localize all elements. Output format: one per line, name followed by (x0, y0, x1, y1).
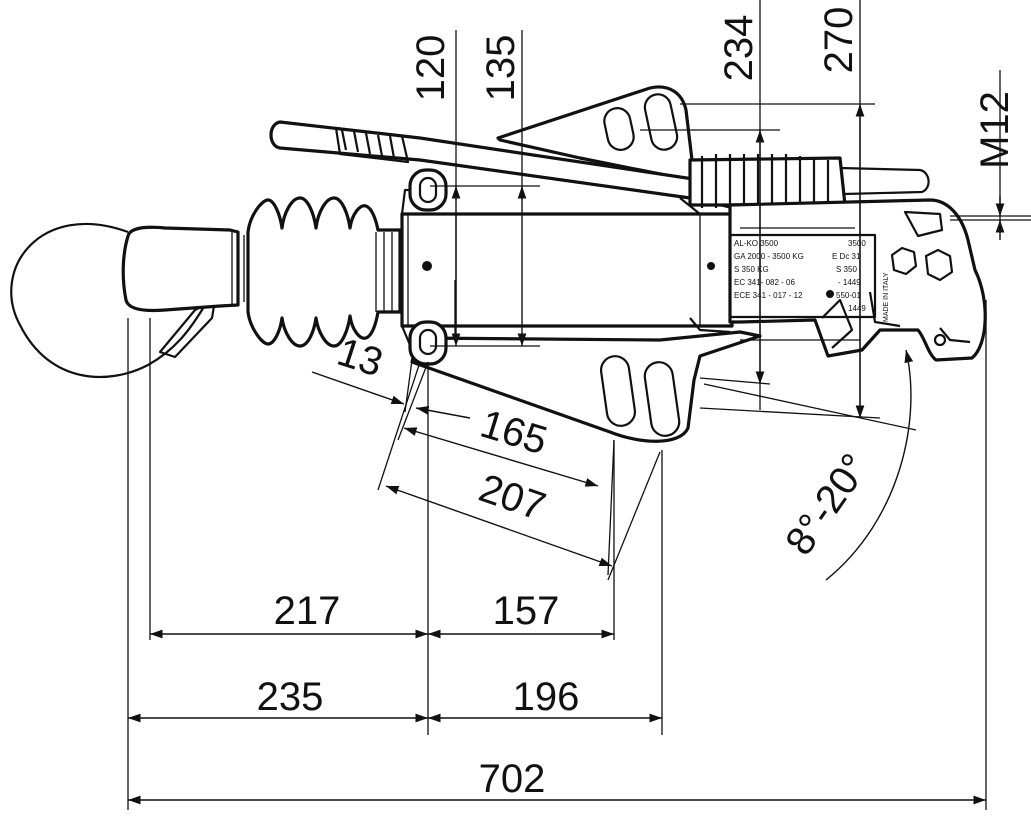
origin-mark: MADE IN ITALY (883, 272, 890, 322)
bracket-slot (603, 107, 635, 151)
dim-217: 217 (274, 589, 341, 633)
lower-bracket (410, 330, 762, 443)
housing-tube (400, 212, 734, 328)
dim-207: 207 (474, 466, 551, 529)
hex-nut (924, 248, 954, 282)
cable-clip (158, 298, 217, 359)
dim-235: 235 (257, 675, 324, 719)
plate-line2-left: GA 2000 - 3500 KG (734, 252, 804, 261)
coupling-part: AL-KO 3500 3500 GA 2000 - 3500 KG E Dc 3… (10, 85, 987, 443)
plate-line4-left: EC 341- 082 - 06 (734, 278, 795, 287)
plate-line4-right: - 1449 (838, 278, 861, 287)
hex-nut (890, 246, 918, 276)
dim-234: 234 (717, 15, 761, 82)
bracket-slot (643, 93, 679, 151)
dim-120: 120 (409, 35, 453, 102)
plate-line1-left: AL-KO 3500 (734, 239, 779, 248)
dimension-arrows (128, 104, 1005, 805)
lever-grip (334, 126, 410, 164)
bracket-slot (643, 361, 681, 437)
bracket-slot (599, 355, 637, 427)
dim-m12: M12 (973, 91, 1017, 169)
rivet (707, 262, 715, 270)
plate-line1-right: 3500 (848, 239, 866, 248)
plate-line6-right: 1449 (848, 304, 866, 313)
rivet (422, 261, 432, 271)
dim-270: 270 (817, 7, 861, 74)
dim-196: 196 (513, 675, 580, 719)
coupling-head (121, 225, 240, 313)
bellows (246, 196, 402, 348)
breakaway-cable (10, 222, 206, 379)
dim-157: 157 (493, 589, 560, 633)
gas-spring (688, 154, 847, 208)
dim-702: 702 (479, 757, 546, 801)
plate-line5-left: ECE 341 - 017 - 12 (734, 291, 803, 300)
plate-line2-right: E Dc 31 (832, 252, 861, 261)
dim-135: 135 (479, 35, 523, 102)
mounting-eye-upper (408, 168, 448, 212)
plate-line5-right: 550-01 (836, 291, 861, 300)
dim-165: 165 (475, 402, 552, 464)
dim-angle: 8°-20° (777, 446, 877, 563)
mounting-eye-lower (408, 320, 448, 366)
plate-line3-left: S 350 KG (734, 265, 769, 274)
plate-line3-right: S 350 (836, 265, 857, 274)
rivet (826, 290, 834, 298)
